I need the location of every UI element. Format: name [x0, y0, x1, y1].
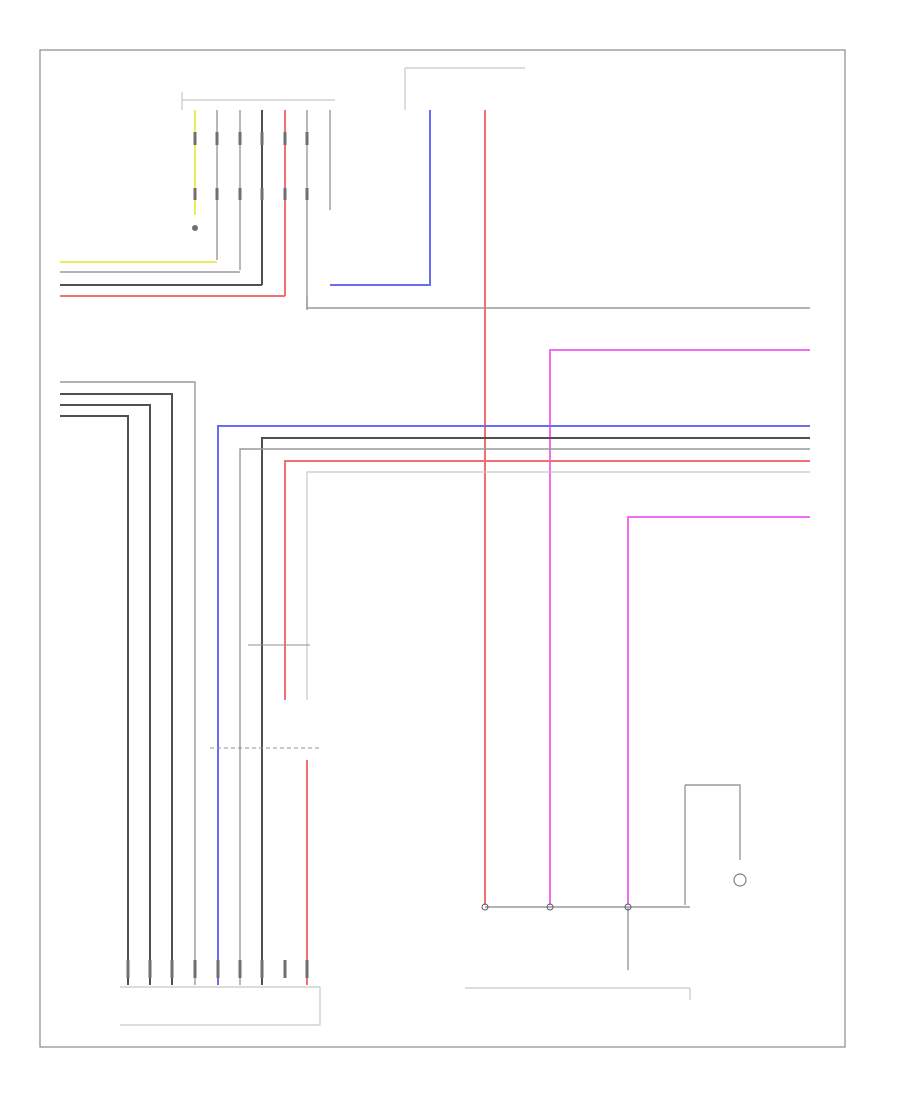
wire-magenta-upper: [549, 349, 810, 905]
wire-gray-right-exit: [306, 296, 810, 309]
wire-dark-ladder-3: [60, 404, 151, 985]
wire-gray-ladder-1: [60, 381, 196, 985]
wire-blue-bus: [217, 425, 810, 985]
wire-light-bus: [306, 471, 810, 700]
right-lower-component: [465, 784, 747, 1000]
wire-dark-bus: [261, 437, 810, 985]
wire-red-bus: [284, 460, 810, 700]
wire-gray-bus: [239, 448, 810, 985]
diagram-frame: [39, 49, 846, 1048]
left-ladder-wires: [60, 381, 196, 985]
junction-node: [624, 903, 632, 911]
connector-block-bracket: [120, 987, 321, 1026]
ground-terminal: [192, 225, 198, 231]
top-connector-group: [181, 92, 335, 310]
wire-dark-ladder-4: [60, 415, 129, 985]
junction-node: [481, 903, 489, 911]
wire-blue-top: [330, 110, 431, 286]
bottom-connector-left: [120, 960, 321, 1026]
wire-magenta-lower: [627, 516, 810, 905]
junction-node: [546, 903, 554, 911]
lamp-icon: [733, 873, 747, 887]
wire-dark-ladder-2: [60, 393, 173, 985]
wire-gray-right-loop: [685, 784, 741, 860]
